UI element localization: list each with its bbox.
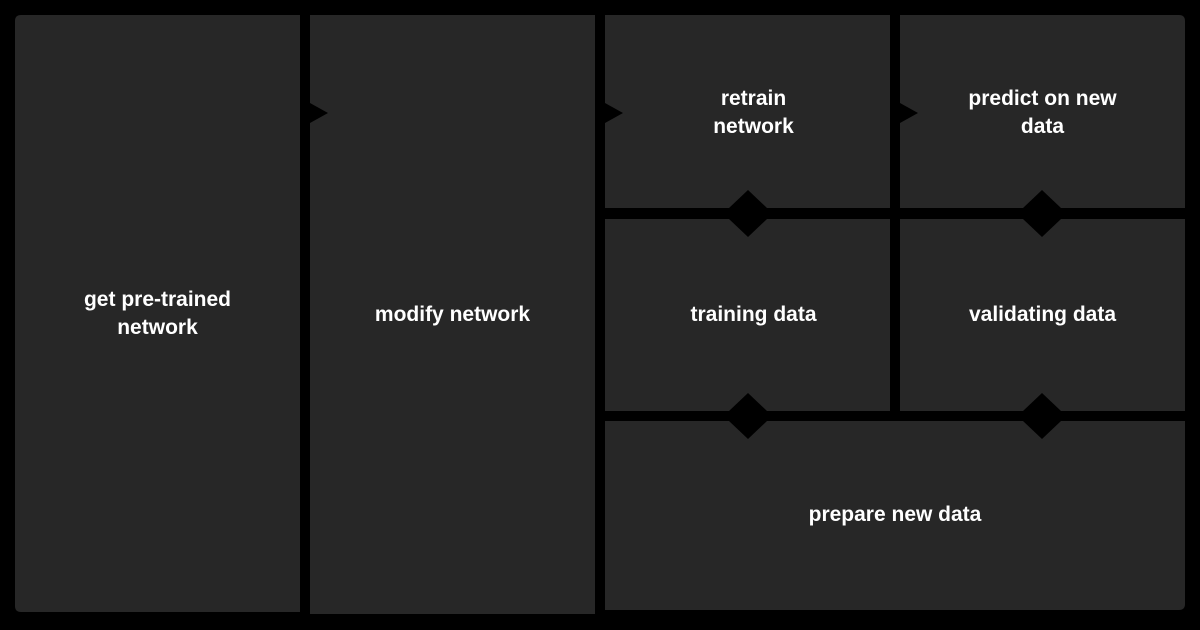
panel-get-pretrained (15, 15, 300, 612)
panel-predict-new-data (900, 15, 1185, 208)
panel-modify-network (310, 15, 595, 614)
panel-training-data (605, 219, 890, 411)
panel-retrain-network (605, 15, 890, 208)
panel-prepare-new-data (605, 421, 1185, 610)
panel-validating-data (900, 219, 1185, 411)
